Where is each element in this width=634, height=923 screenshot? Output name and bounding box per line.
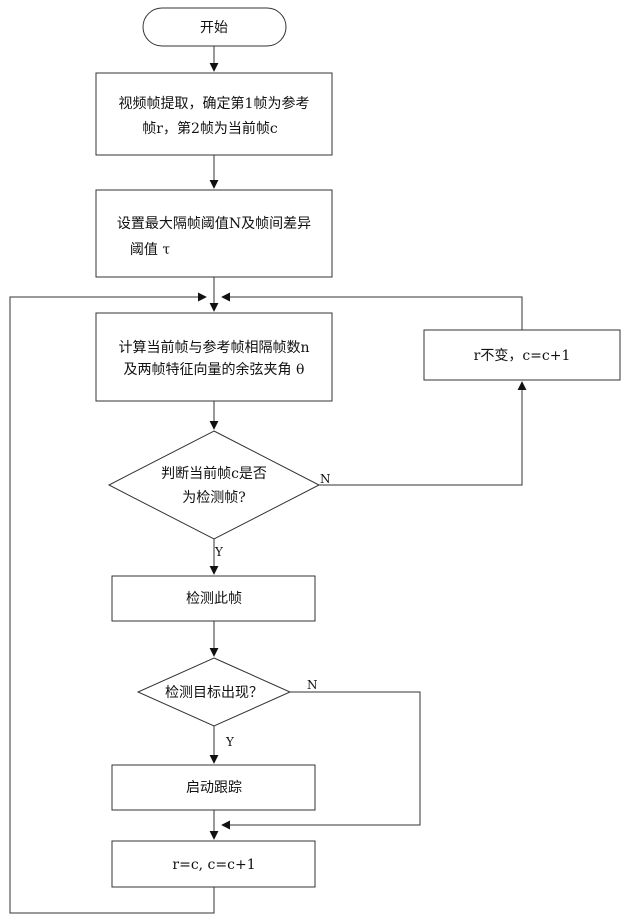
target-found-label: 检测目标出现？ [165, 685, 263, 701]
start-node: 开始 [143, 8, 286, 46]
start-tracking-box: 启动跟踪 [112, 765, 315, 810]
is-detect-frame-line-2: 为检测帧? [182, 490, 246, 506]
edge-decision-no-to-keep [319, 382, 522, 485]
threshold-settings-line-2: 阈值 τ [130, 242, 170, 258]
is-detect-frame-decision: 判断当前帧c是否 为检测帧? [109, 431, 319, 539]
extract-frames-line-1: 视频帧提取，确定第1帧为参考 [119, 95, 310, 112]
keep-reference-label: r不变，c=c+1 [474, 348, 571, 364]
start-label: 开始 [200, 20, 228, 36]
compute-line-2: 及两帧特征向量的余弦夹角 θ [124, 361, 305, 378]
is-detect-frame-line-1: 判断当前帧c是否 [161, 465, 267, 482]
compute-box: 计算当前帧与参考帧相隔帧数n 及两帧特征向量的余弦夹角 θ [96, 313, 332, 401]
decision-no-label: N [320, 472, 331, 486]
target-yes-label: Y [225, 735, 235, 749]
keep-reference-box: r不变，c=c+1 [424, 330, 620, 380]
extract-frames-line-2: 帧r，第2帧为当前帧c [142, 120, 278, 137]
threshold-settings-box: 设置最大隔帧阈值N及帧间差异 阈值 τ [96, 190, 332, 277]
detect-frame-label: 检测此帧 [186, 591, 242, 607]
threshold-settings-line-1: 设置最大隔帧阈值N及帧间差异 [117, 216, 311, 232]
extract-frames-box: 视频帧提取，确定第1帧为参考 帧r，第2帧为当前帧c [96, 73, 332, 155]
compute-line-1: 计算当前帧与参考帧相隔帧数n [118, 339, 309, 356]
decision-yes-label: Y [214, 545, 224, 559]
start-tracking-label: 启动跟踪 [186, 780, 242, 796]
target-found-decision: 检测目标出现？ [138, 658, 290, 726]
target-no-label: N [307, 678, 318, 692]
update-frames-label: r=c, c=c+1 [172, 857, 255, 873]
detect-frame-box: 检测此帧 [112, 576, 315, 621]
update-frames-box: r=c, c=c+1 [112, 841, 315, 887]
